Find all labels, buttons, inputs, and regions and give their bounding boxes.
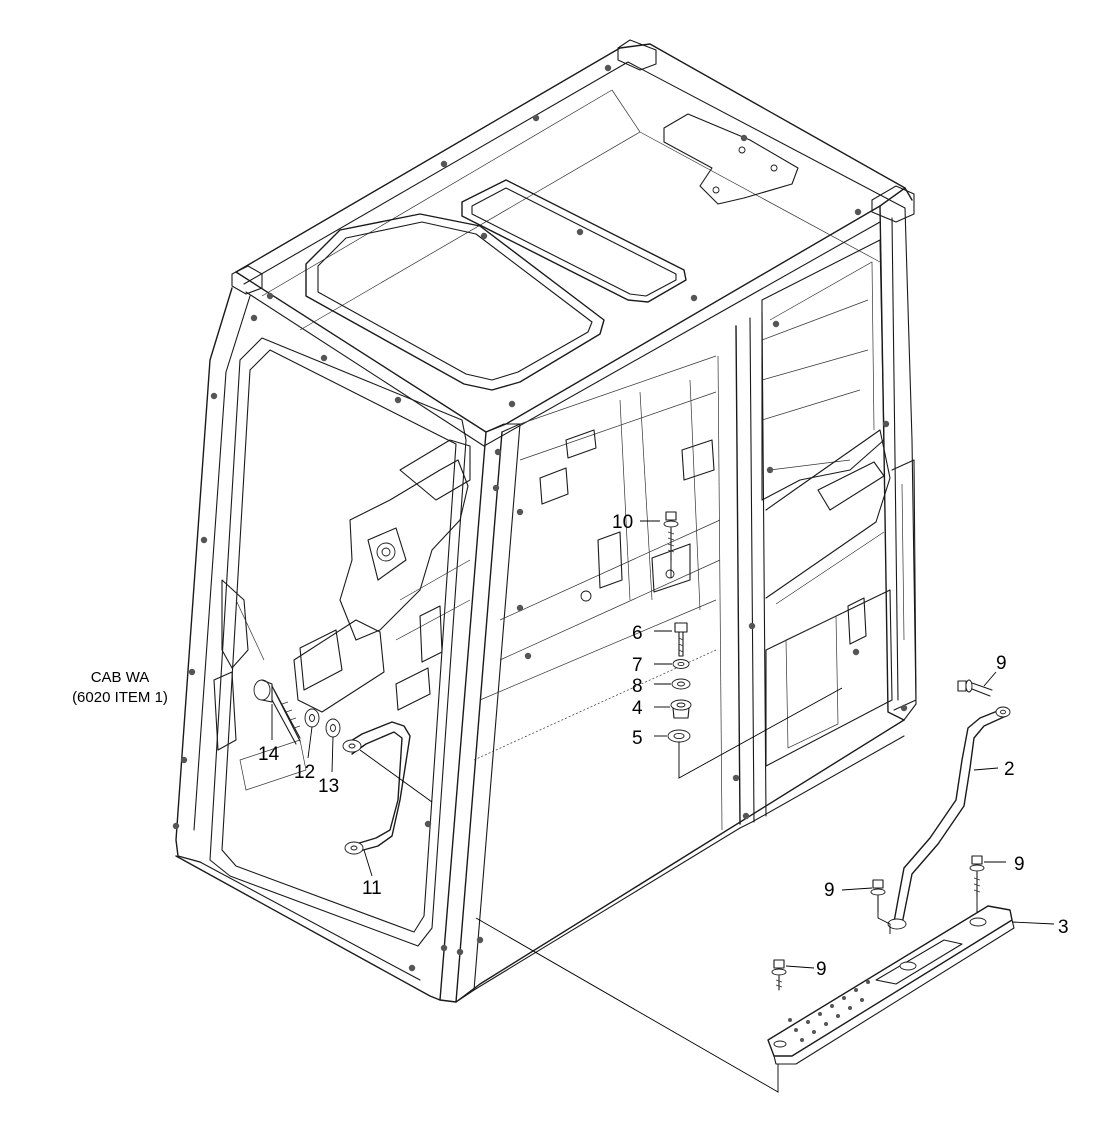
step-tread-holes <box>788 980 870 1042</box>
cab-note-line1: CAB WA <box>91 669 150 686</box>
leader-lines <box>271 520 1055 1093</box>
callout-labels: CAB WA (6020 ITEM 1) 10 6 7 8 4 5 14 12 … <box>72 512 1069 980</box>
callout-11: 11 <box>362 878 382 899</box>
callout-12: 12 <box>294 762 315 783</box>
callout-9-bottom: 9 <box>816 959 827 980</box>
frame-bolt-holes <box>172 64 908 972</box>
callout-6: 6 <box>632 623 643 644</box>
callout-13: 13 <box>318 776 339 797</box>
part-8-washer <box>671 678 691 690</box>
part-2-handrail <box>887 706 1011 930</box>
part-10-bolt <box>663 511 679 561</box>
part-12-washer <box>304 708 320 728</box>
cab-frame <box>172 39 917 1003</box>
callout-3: 3 <box>1058 917 1069 938</box>
part-5-washer <box>667 729 691 743</box>
callout-14: 14 <box>258 744 280 765</box>
part-6-bolt <box>674 622 688 657</box>
callout-4: 4 <box>632 698 643 719</box>
callout-2: 2 <box>1004 759 1015 780</box>
part-11-strap <box>342 721 411 855</box>
callout-7: 7 <box>632 655 643 676</box>
part-7-washer <box>672 659 690 669</box>
part-13-washer <box>325 718 341 738</box>
callout-10: 10 <box>612 512 633 533</box>
part-4-bushing <box>670 699 692 719</box>
cab-note-line2: (6020 ITEM 1) <box>72 689 168 706</box>
part-3-step <box>767 905 1015 1065</box>
callout-9-right: 9 <box>1014 854 1025 875</box>
part-9-bolt-d <box>771 959 787 991</box>
callout-5: 5 <box>632 728 643 749</box>
callout-9-top: 9 <box>996 653 1007 674</box>
callout-8: 8 <box>632 676 643 697</box>
part-9-bolt-c <box>870 879 886 913</box>
callout-9-middle: 9 <box>824 880 835 901</box>
part-9-bolt-a <box>957 679 993 697</box>
part-9-bolt-b <box>969 855 985 897</box>
part-14-bolt <box>253 679 301 745</box>
